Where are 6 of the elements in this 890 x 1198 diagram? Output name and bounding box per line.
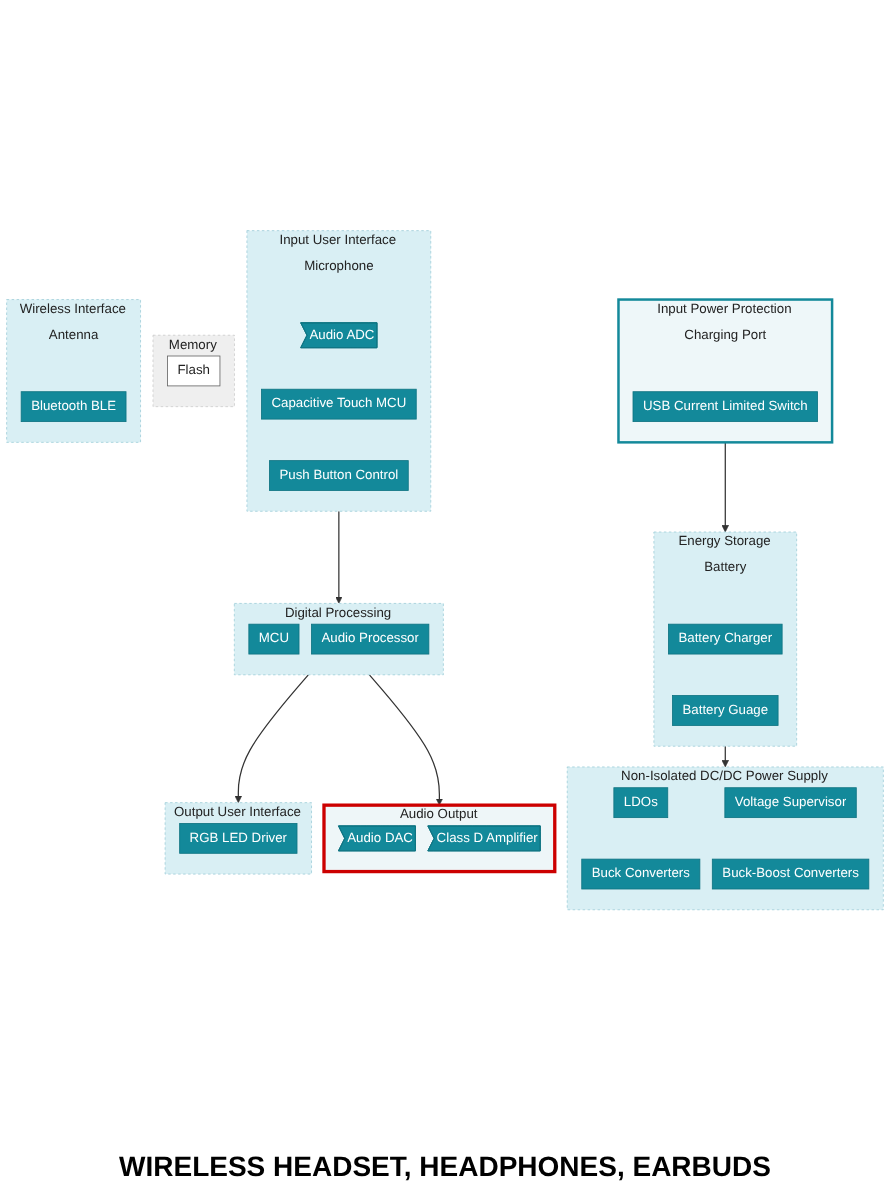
arrow [721, 746, 729, 769]
arrow [721, 442, 729, 534]
arrow [234, 674, 309, 804]
arrow [335, 511, 343, 605]
caption: WIRELESS HEADSET, HEADPHONES, EARBUDS [119, 1148, 771, 1186]
arrow [368, 674, 444, 807]
